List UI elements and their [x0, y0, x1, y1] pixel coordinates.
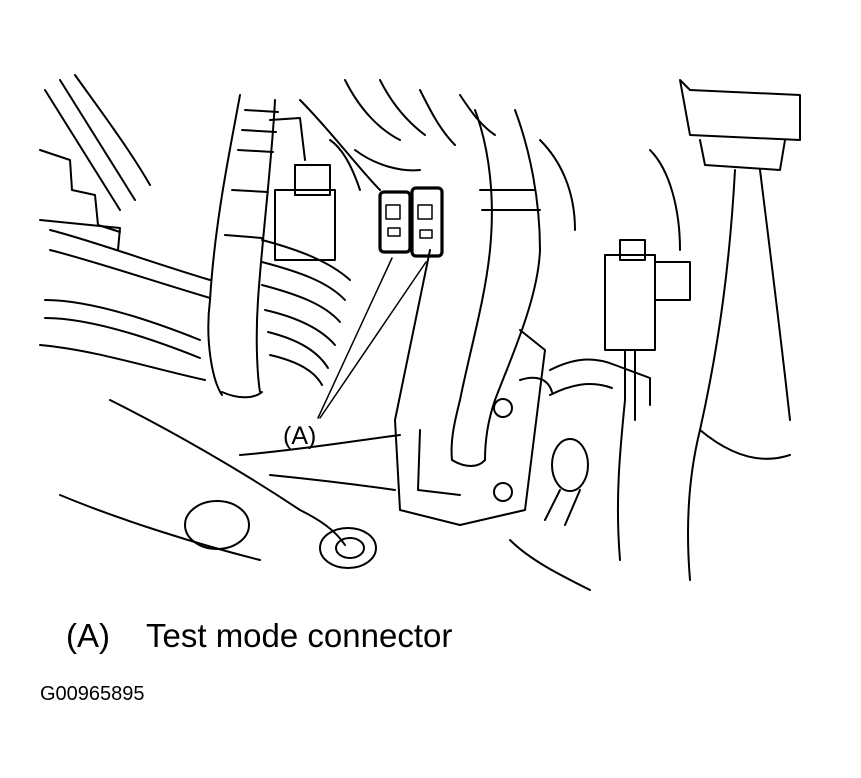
mounting-bracket — [394, 249, 546, 526]
legend-text: Test mode connector — [146, 617, 453, 654]
sensor-connector — [604, 239, 691, 561]
upper-harness — [329, 79, 496, 191]
legend: (A) Test mode connector — [66, 619, 452, 652]
right-harness-bundle — [450, 109, 576, 467]
engine-bay-line-drawing — [39, 74, 801, 591]
central-harness-bundle — [207, 94, 351, 399]
left-wiring-harness — [39, 74, 211, 381]
callout-leader-lines — [317, 257, 427, 419]
test-mode-connector-right — [410, 186, 444, 258]
pipe-assembly — [519, 358, 651, 526]
test-mode-connector-left — [378, 190, 412, 254]
right-side-body — [649, 79, 801, 581]
figure-id: G00965895 — [40, 683, 145, 705]
lower-engine-body — [59, 399, 591, 591]
legend-key: (A) — [66, 617, 110, 654]
callout-label-a: (A) — [283, 422, 317, 450]
relay-block — [269, 99, 381, 261]
